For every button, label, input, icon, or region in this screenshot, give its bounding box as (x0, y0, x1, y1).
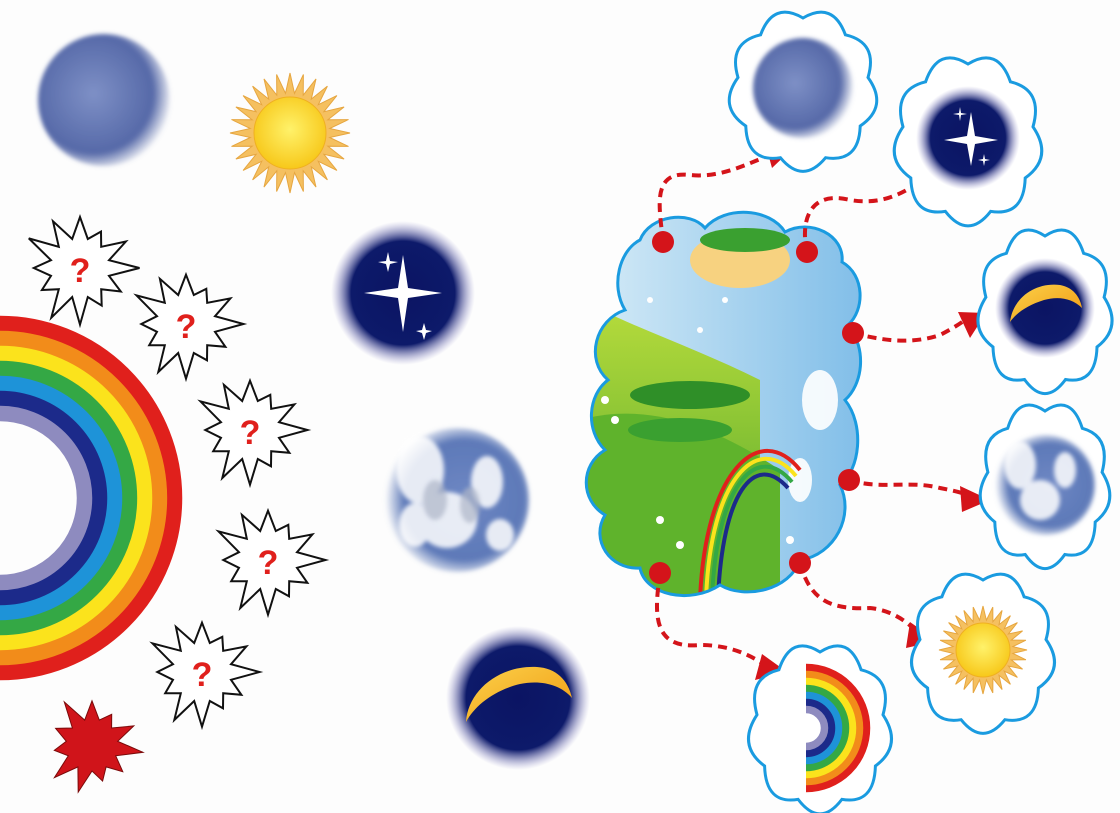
rainbow-icon (0, 324, 175, 673)
target-cloud-cloudy-sky (980, 405, 1110, 569)
question-mark: ? (70, 252, 91, 290)
connector-to-cloudy-sky (849, 480, 968, 495)
connector-node (652, 231, 674, 253)
target-cloud-crescent-moon (978, 230, 1112, 394)
connector-node (789, 552, 811, 574)
sun-disc (956, 623, 1010, 677)
cloudy-sky-icon (995, 435, 1095, 535)
crescent-moon-icon (995, 258, 1095, 358)
blurry-moon-icon (753, 38, 853, 138)
connector-node (842, 322, 864, 344)
burst-question-4: ? (219, 511, 326, 615)
burst-question-3: ? (201, 381, 308, 485)
connector-to-sun (800, 563, 915, 630)
sun-icon (230, 73, 350, 193)
crescent-moon-icon (446, 626, 590, 770)
question-mark: ? (258, 544, 279, 582)
target-cloud-starry-night (894, 58, 1042, 226)
connector-to-crescent-moon (853, 320, 965, 341)
question-mark: ? (240, 414, 261, 452)
question-mark: ? (192, 656, 213, 694)
starry-night-icon (916, 86, 1020, 190)
landscape-cloud (580, 200, 870, 610)
connector-node (796, 241, 818, 263)
sun-disc (254, 97, 326, 169)
question-mark: ? (176, 308, 197, 346)
cloudy-sky-icon (385, 428, 529, 572)
red-burst-icon (54, 701, 143, 792)
starry-night-icon (331, 221, 475, 365)
target-cloud-sun (911, 574, 1054, 733)
burst-question-2: ? (137, 275, 244, 379)
connector-node (838, 469, 860, 491)
burst-question-1: ? (29, 217, 140, 325)
blurry-moon-icon (38, 34, 170, 166)
target-cloud-blurry-moon (729, 12, 877, 171)
burst-question-5: ? (153, 623, 260, 727)
connector-node (649, 562, 671, 584)
